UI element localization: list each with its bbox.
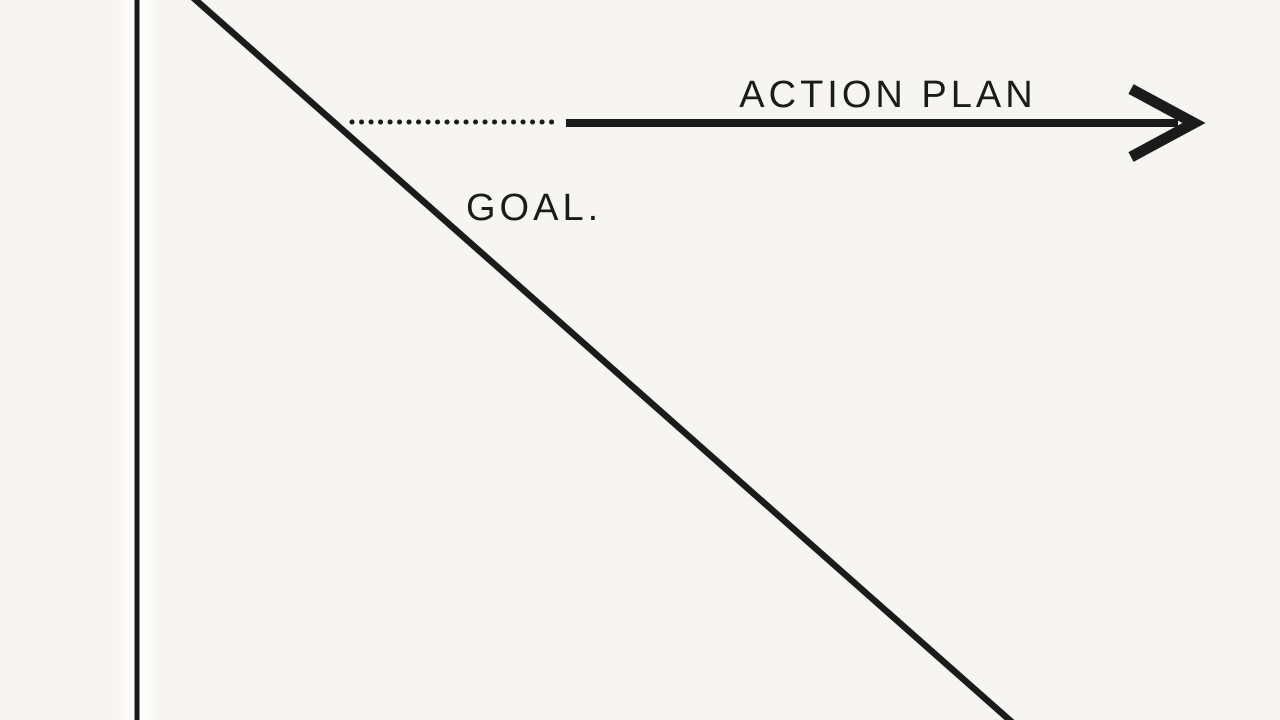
action-plan-label: ACTION PLAN xyxy=(739,74,1037,116)
arrowhead-icon xyxy=(1128,84,1206,162)
goal-label: GOAL. xyxy=(466,187,603,229)
diagonal-trend-line xyxy=(190,0,1015,720)
